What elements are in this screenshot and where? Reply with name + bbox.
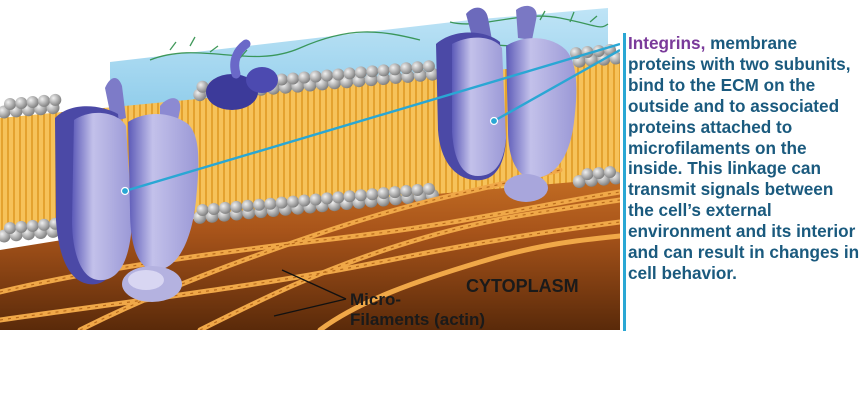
lipid-head (196, 80, 209, 93)
lipid-head (422, 60, 435, 73)
lipid-head (354, 66, 367, 79)
lipid-head (572, 175, 586, 188)
lipid-head (309, 70, 322, 83)
lipid-head (366, 65, 379, 78)
lipid-head (49, 93, 62, 106)
lipid-head (321, 192, 333, 205)
callout-bar (623, 33, 626, 331)
callout-dot-right (489, 116, 499, 126)
lipid-head (4, 98, 16, 110)
lipid-head (38, 218, 50, 231)
lipid-head (15, 97, 28, 109)
lipid-head (332, 191, 345, 204)
lipid-head (366, 188, 379, 201)
lipid-head (400, 185, 413, 197)
caption-term: Integrins, (628, 33, 706, 53)
lipid-head (4, 222, 16, 234)
lipid-head (230, 200, 243, 213)
lipid-head (411, 184, 424, 196)
lipid-head (253, 198, 266, 211)
lipid-head (343, 67, 356, 80)
lipid-head (309, 193, 322, 206)
label-microfilaments-line2: Filaments (actin) (350, 310, 485, 329)
lipid-head (354, 189, 367, 202)
lipid-head (298, 194, 311, 207)
lipid-head (592, 167, 605, 180)
lipid-head (287, 195, 299, 208)
lipid-head (604, 166, 616, 178)
lipid-head (26, 96, 39, 108)
lipid-head (411, 61, 424, 74)
lipid-head (275, 196, 288, 209)
lipid-head (581, 168, 594, 181)
lipid-head (264, 197, 277, 210)
lipid-head (422, 182, 435, 195)
lipid-head (388, 186, 401, 199)
lipid-head (241, 199, 254, 212)
lipid-head (38, 94, 50, 107)
lipid-head (15, 220, 28, 233)
membrane-illustration: Micro- Filaments (actin) CYTOPLASM (0, 5, 620, 330)
integrin-left (55, 77, 199, 302)
callout-lines (124, 42, 620, 193)
callout-dot-left (120, 186, 130, 196)
lipid-head (275, 73, 288, 86)
lipid-head (298, 71, 311, 84)
lipid-head (287, 72, 299, 85)
label-cytoplasm: CYTOPLASM (466, 276, 579, 296)
lipid-heads-lower (0, 166, 620, 243)
lipid-head (377, 187, 390, 200)
label-microfilaments-line1: Micro- (350, 290, 401, 309)
lipid-head (377, 64, 390, 77)
lipid-head (321, 69, 333, 82)
lipid-head (400, 62, 413, 75)
lipid-head (388, 63, 401, 76)
peripheral-protein (206, 39, 278, 110)
lipid-head (207, 203, 220, 215)
lipid-head (332, 68, 345, 81)
lipid-head (26, 219, 39, 232)
microfilament-pointers (273, 269, 347, 317)
lipid-head (196, 204, 209, 216)
caption-body: membrane proteins with two subunits, bin… (628, 33, 860, 283)
lipid-head (343, 190, 356, 203)
lipid-head (219, 201, 232, 214)
integrin-caption: Integrins, membrane proteins with two su… (628, 33, 860, 284)
